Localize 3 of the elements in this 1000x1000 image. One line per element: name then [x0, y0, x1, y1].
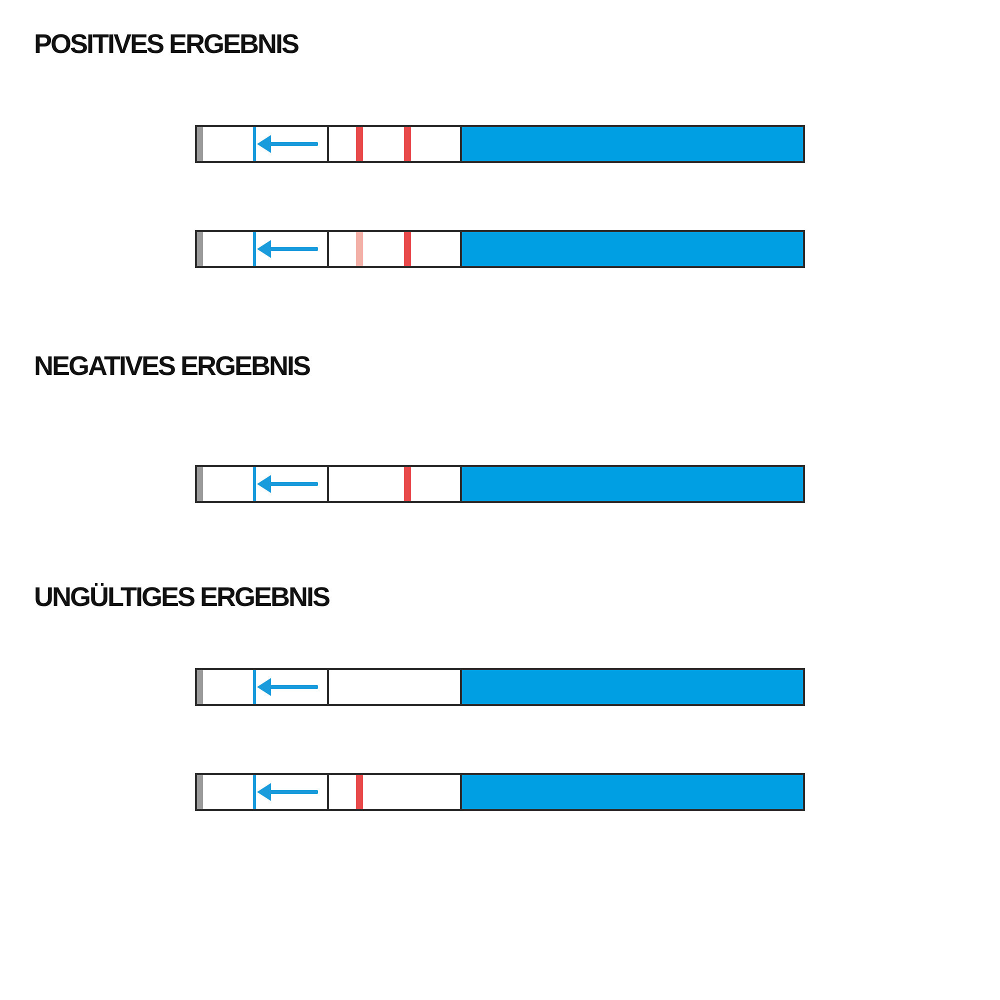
- section-heading: UNGÜLTIGES ERGEBNIS: [34, 581, 330, 613]
- section-heading: POSITIVES ERGEBNIS: [34, 28, 298, 60]
- section-heading: NEGATIVES ERGEBNIS: [34, 350, 310, 382]
